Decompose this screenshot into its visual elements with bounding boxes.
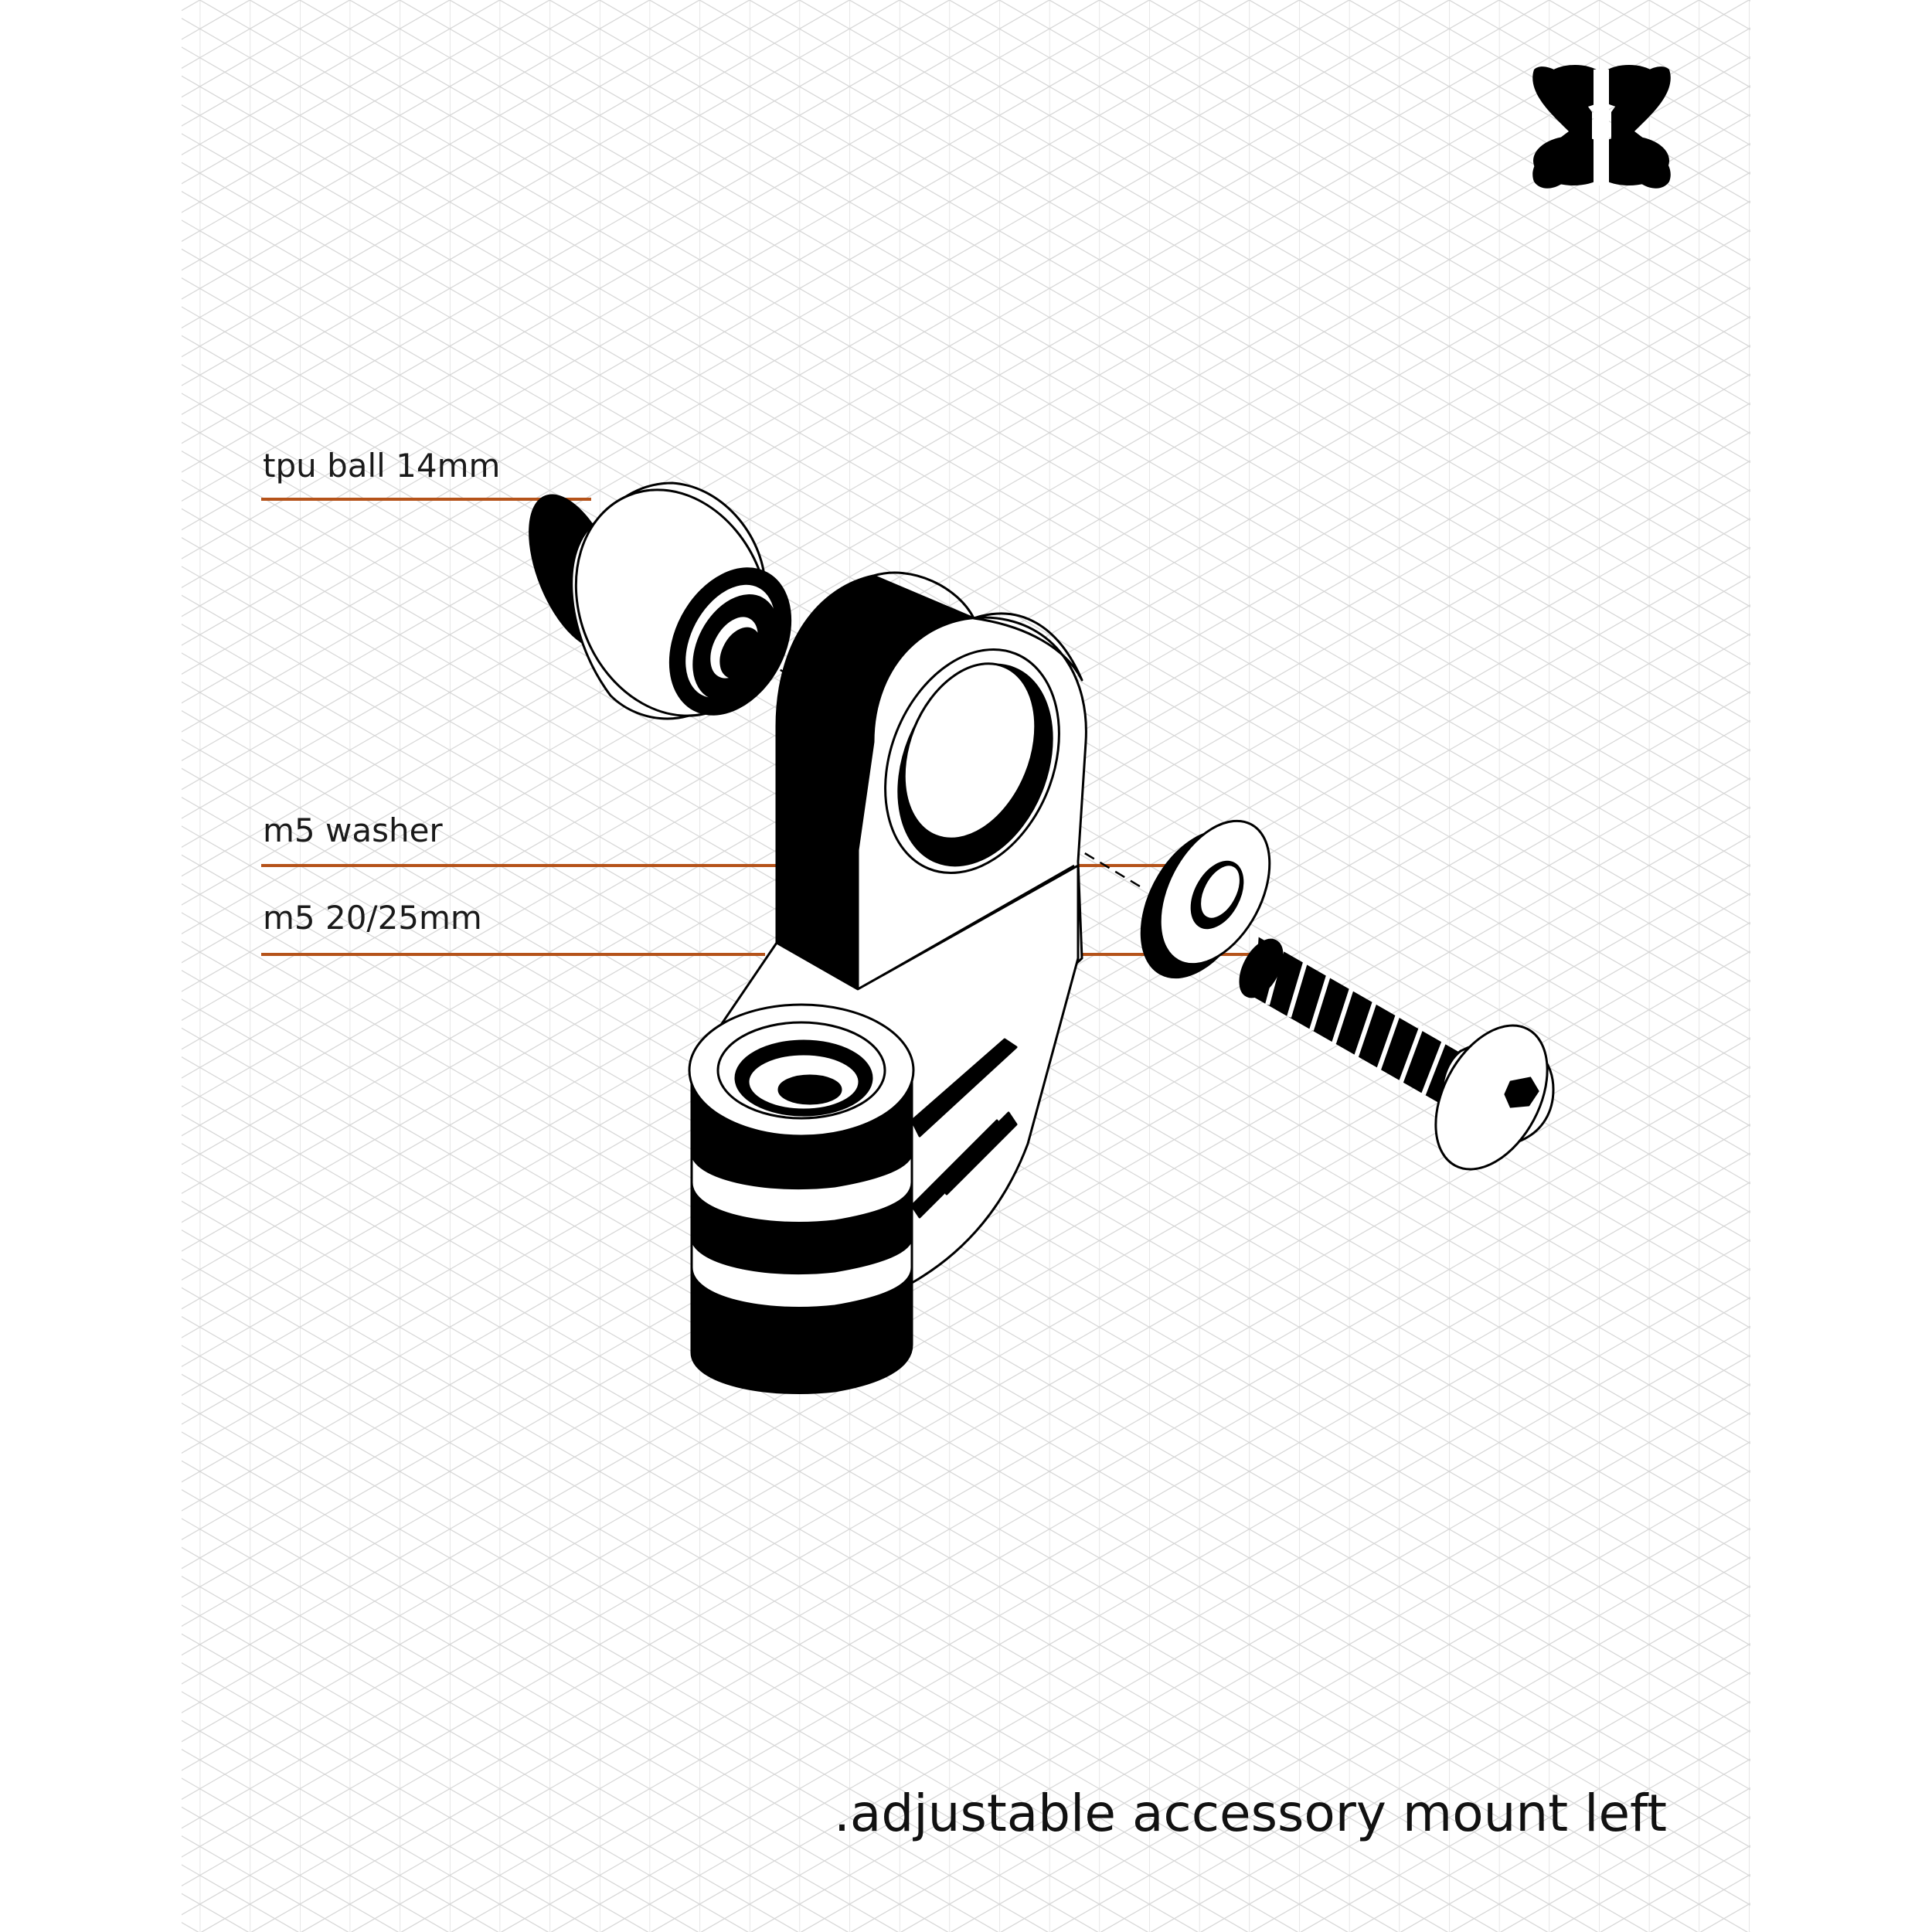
label-tpu-ball: tpu ball 14mm	[263, 447, 501, 485]
screw-icon	[1239, 937, 1555, 1171]
label-washer: m5 washer	[263, 811, 443, 849]
brand-logo-icon	[1532, 65, 1671, 189]
tpu-ball-icon	[529, 481, 792, 720]
diagram-title: .adjustable accessory mount left	[833, 1784, 1667, 1843]
washer-icon	[1140, 819, 1271, 979]
label-screw: m5 20/25mm	[263, 899, 482, 937]
mount-bracket-icon	[688, 571, 1087, 1395]
